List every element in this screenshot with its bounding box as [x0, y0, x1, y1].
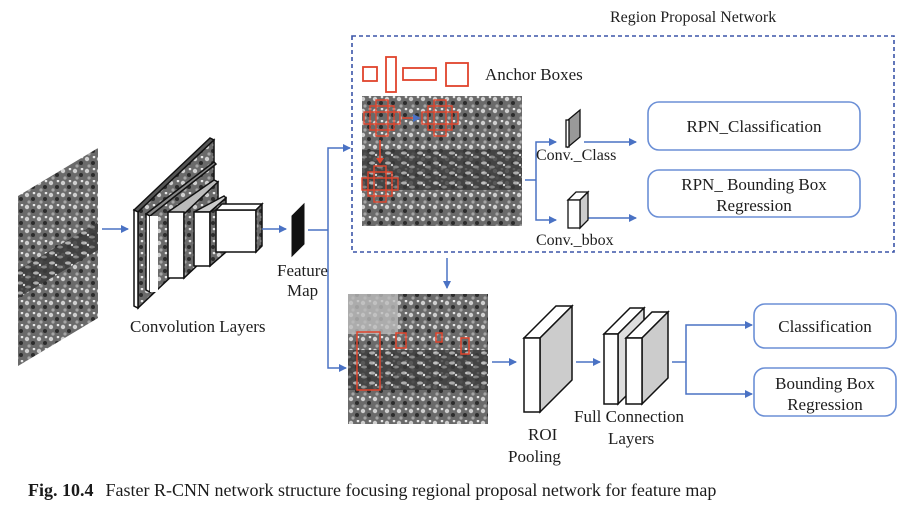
roi-pooling-label: ROI — [528, 425, 558, 444]
classification-box — [753, 303, 897, 349]
rpn-dashed-region — [351, 35, 895, 253]
conv-class-layer — [565, 108, 581, 149]
rpn-classification-label: RPN_Classification — [686, 117, 822, 136]
convolution-layers-label: Convolution Layers — [130, 317, 266, 336]
rpn-image — [361, 96, 522, 226]
feature-map-label-2: Map — [287, 281, 318, 300]
rpn-branch-arrows — [525, 138, 637, 224]
roi-pooling-layer — [522, 304, 574, 414]
feature-map — [291, 202, 305, 258]
classification-label: Classification — [778, 317, 872, 336]
conv-bbox-label: Conv._bbox — [536, 232, 614, 249]
anchor-boxes-label: Anchor Boxes — [485, 65, 583, 84]
bbox-regression-box — [753, 367, 897, 417]
convolution-layers — [132, 137, 264, 310]
rpn-bbox-regression-label-2: Regression — [716, 196, 792, 215]
figure-number: Fig. 10.4 — [28, 480, 94, 500]
figure-caption-text: Faster R-CNN network structure focusing … — [105, 480, 717, 500]
conv-class-label: Conv._Class — [536, 147, 616, 164]
rpn-bbox-regression-label: RPN_ Bounding Box — [681, 175, 827, 194]
anchor-box-shapes — [362, 56, 469, 93]
input-image — [18, 148, 98, 366]
full-connection-layers — [602, 306, 670, 406]
feature-branch-arrows — [308, 144, 351, 372]
rpn-classification-box — [647, 101, 861, 151]
fc-layers-label-2: Layers — [608, 429, 654, 448]
conv-bbox-layer — [566, 190, 590, 230]
rpn-bbox-regression-box — [647, 169, 861, 218]
fc-layers-label: Full Connection — [574, 407, 685, 426]
proposal-image — [348, 294, 488, 424]
figure-caption: Fig. 10.4 Faster R-CNN network structure … — [28, 480, 716, 501]
roi-pooling-label-2: Pooling — [508, 447, 561, 466]
rpn-title: Region Proposal Network — [610, 9, 776, 26]
output-branch-arrows — [672, 321, 753, 398]
bbox-regression-label-2: Regression — [787, 395, 863, 414]
bbox-regression-label: Bounding Box — [775, 374, 875, 393]
feature-map-label: Feature — [277, 261, 328, 280]
